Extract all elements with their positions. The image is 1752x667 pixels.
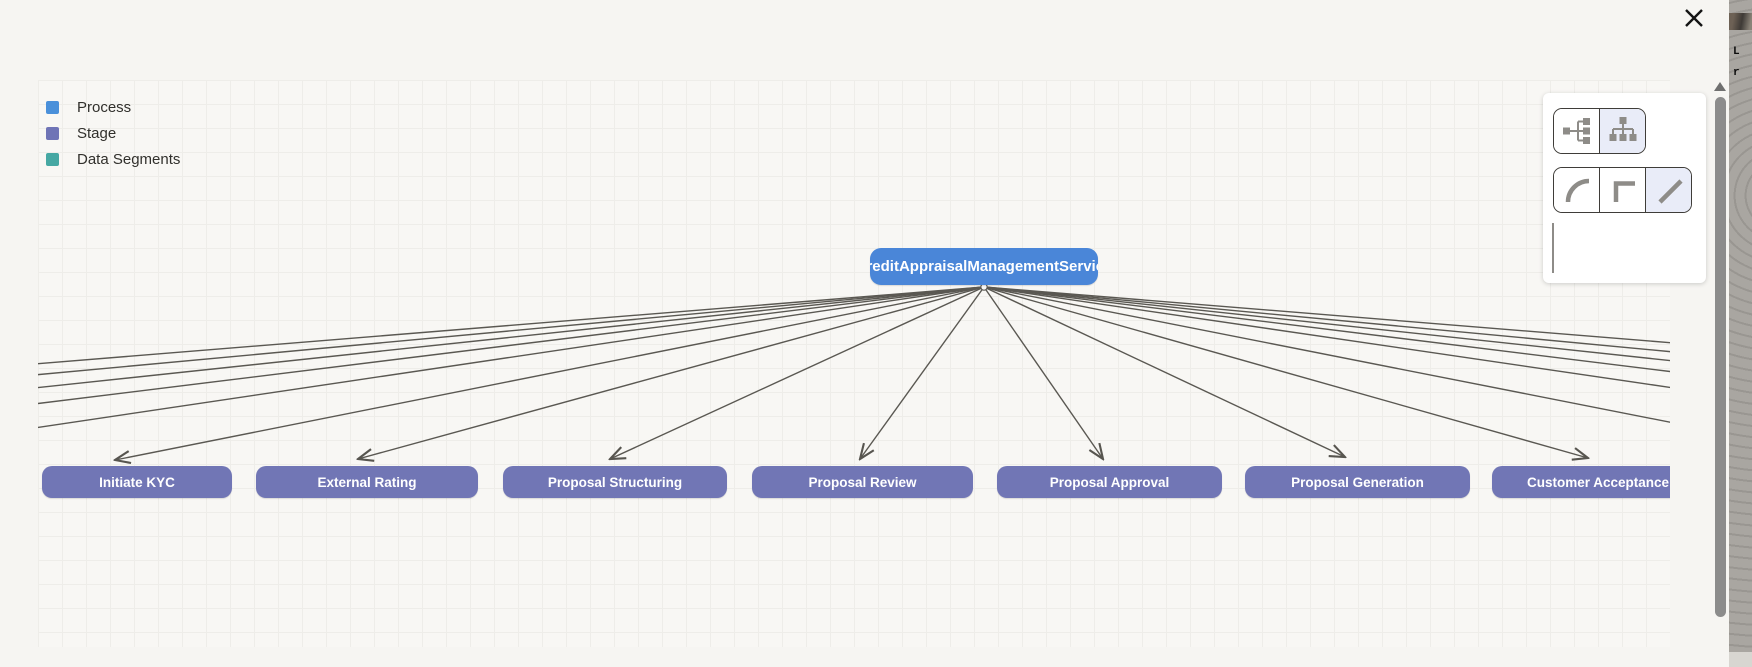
right-angle-connector-button[interactable]: [1599, 168, 1645, 212]
curved-connector-button[interactable]: [1554, 168, 1599, 212]
root-process-node[interactable]: CreditAppraisalManagementService: [870, 248, 1098, 285]
straight-connector-button[interactable]: [1645, 168, 1691, 212]
stage-node-proposal-approval[interactable]: Proposal Approval: [997, 466, 1222, 498]
horizontal-tree-layout-button[interactable]: [1554, 109, 1599, 153]
stage-node-initiate-kyc[interactable]: Initiate KYC: [42, 466, 232, 498]
legend-label: Process: [77, 99, 132, 116]
legend-label: Data Segments: [77, 151, 181, 168]
background-thumbnail: [1729, 13, 1752, 30]
tree-layout-button-group: [1553, 108, 1646, 154]
straight-connector-icon: [1657, 179, 1683, 204]
process-color-swatch: [46, 101, 59, 114]
legend-item-data-segments: Data Segments: [46, 151, 181, 168]
background-app-strip: [1729, 0, 1752, 652]
layout-options-panel: [1543, 93, 1706, 283]
legend-label: Stage: [77, 125, 117, 142]
zoom-slider-track[interactable]: [1552, 223, 1554, 273]
background-glyph-bottom: r: [1733, 67, 1740, 79]
vertical-scrollbar-thumb[interactable]: [1715, 97, 1726, 617]
background-strip-bottom: [1729, 652, 1752, 667]
right-angle-connector-icon: [1613, 181, 1635, 202]
stage-node-customer-acceptance[interactable]: Customer Acceptance: [1492, 466, 1670, 498]
scrollbar-up-arrow-icon[interactable]: [1714, 82, 1726, 91]
vertical-tree-layout-button[interactable]: [1599, 109, 1645, 153]
stage-node-proposal-review[interactable]: Proposal Review: [752, 466, 973, 498]
diagram-canvas[interactable]: CreditAppraisalManagementService Initiat…: [38, 80, 1670, 647]
curved-connector-icon: [1565, 178, 1589, 203]
close-button[interactable]: [1681, 5, 1707, 31]
horizontal-tree-icon: [1562, 118, 1590, 144]
legend-item-stage: Stage: [46, 125, 180, 142]
data-segments-color-swatch: [46, 153, 59, 166]
legend-item-process: Process: [46, 99, 180, 116]
close-icon: [1685, 9, 1703, 27]
vertical-tree-icon: [1609, 117, 1636, 141]
stage-node-external-rating[interactable]: External Rating: [256, 466, 478, 498]
connector-style-button-group: [1553, 167, 1692, 213]
connector-lines: [38, 283, 1670, 647]
stage-color-swatch: [46, 127, 59, 140]
legend: Process Stage Data Segments: [46, 99, 181, 178]
stage-node-proposal-structuring[interactable]: Proposal Structuring: [503, 466, 727, 498]
stage-node-proposal-generation[interactable]: Proposal Generation: [1245, 466, 1470, 498]
background-glyph-top: L: [1733, 46, 1740, 58]
